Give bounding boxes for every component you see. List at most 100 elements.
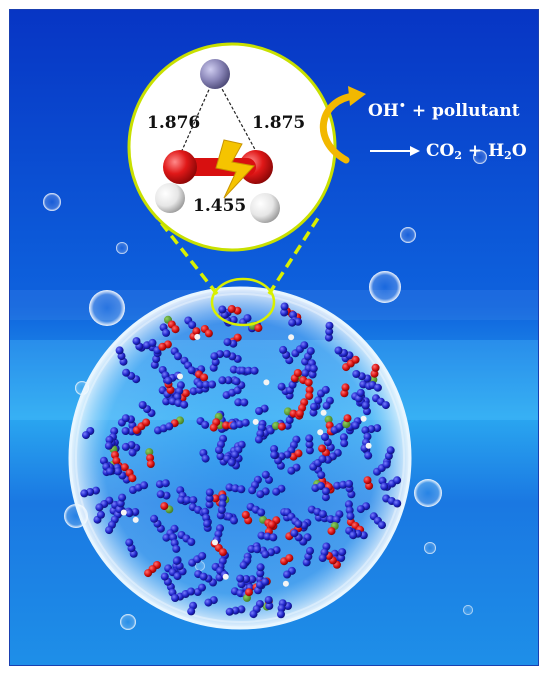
molecule-atom-blue xyxy=(256,563,265,572)
molecule-atom-blue xyxy=(290,529,299,538)
molecule-atom-white xyxy=(360,415,367,422)
molecule-atom-blue xyxy=(325,321,334,330)
molecule-atom-blue xyxy=(218,305,227,314)
molecule-atom-red xyxy=(146,454,155,462)
molecule-atom-blue xyxy=(393,499,402,508)
molecule-atom-red xyxy=(351,355,360,364)
molecule-atom-blue xyxy=(334,346,343,355)
molecule-atom-blue xyxy=(345,479,354,488)
molecule-atom-blue xyxy=(218,500,227,508)
molecule-atom-blue xyxy=(162,533,171,542)
molecule-atom-red xyxy=(181,389,190,398)
molecule-atom-blue xyxy=(255,407,264,415)
molecule-atom-blue xyxy=(239,561,248,570)
molecule-atom-blue xyxy=(325,327,334,336)
molecule-atom-red xyxy=(222,421,230,430)
molecule-atom-blue xyxy=(121,442,130,451)
molecule-atom-blue xyxy=(187,366,196,375)
molecule-atom-blue xyxy=(294,520,303,528)
molecule-atom-red xyxy=(318,444,327,453)
molecule-atom-blue xyxy=(187,538,196,546)
molecule-atom-red xyxy=(120,463,129,472)
molecule-atom-blue xyxy=(172,556,181,565)
molecule-atom-blue xyxy=(140,481,149,490)
molecule-atom-blue xyxy=(326,515,335,524)
molecule-atom-blue xyxy=(189,496,198,505)
molecule-atom-blue xyxy=(229,365,238,374)
molecule-atom-blue xyxy=(115,346,124,355)
molecule-atom-white xyxy=(132,516,139,523)
molecule-atom-blue xyxy=(104,441,113,450)
molecule-atom-blue xyxy=(270,445,279,453)
molecule-atom-red xyxy=(245,588,253,597)
small-bubble xyxy=(89,290,125,326)
molecule-atom-green xyxy=(342,420,351,429)
small-bubble xyxy=(473,150,487,164)
molecule-atom-white xyxy=(317,429,324,436)
molecule-atom-blue xyxy=(270,451,279,459)
molecule-atom-blue xyxy=(305,434,314,443)
small-bubble xyxy=(369,271,401,303)
molecule-atom-blue xyxy=(294,317,303,326)
molecule-atom-blue xyxy=(361,401,370,410)
molecule-atom-blue xyxy=(277,382,286,391)
molecule-atom-blue xyxy=(243,314,252,323)
molecule-atom-blue xyxy=(373,383,382,392)
molecule-atom-blue xyxy=(256,490,265,499)
molecule-atom-blue xyxy=(277,604,286,613)
small-bubble xyxy=(424,542,436,554)
molecule-atom-blue xyxy=(249,610,258,619)
pollutant-text: + pollutant xyxy=(411,101,520,121)
molecule-atom-blue xyxy=(306,546,314,555)
molecule-atom-blue xyxy=(349,531,358,540)
molecule-atom-red xyxy=(211,494,220,503)
radical-text: OH xyxy=(368,101,399,121)
molecule-atom-blue xyxy=(333,481,342,490)
diagram-canvas xyxy=(10,10,538,665)
molecule-atom-blue xyxy=(231,450,240,459)
molecule-atom-red xyxy=(128,474,137,483)
molecule-atom-blue xyxy=(356,388,365,397)
molecule-atom-red xyxy=(146,460,155,468)
distance-label-bottom: 1.455 xyxy=(193,196,247,216)
molecule-atom-green xyxy=(324,415,333,424)
molecule-atom-blue xyxy=(237,485,246,494)
molecule-atom-blue xyxy=(216,452,225,461)
molecule-atom-blue xyxy=(314,396,323,405)
hydrogen-atom-right xyxy=(250,193,280,223)
molecule-atom-blue xyxy=(218,376,227,385)
reaction-line-1: OH• + pollutant xyxy=(368,100,520,120)
molecule-atom-blue xyxy=(321,493,330,502)
molecule-atom-blue xyxy=(306,347,315,356)
molecule-atom-blue xyxy=(223,338,232,347)
molecule-atom-blue xyxy=(305,440,314,449)
molecule-atom-blue xyxy=(381,401,390,410)
plus-sign: + xyxy=(467,141,483,161)
molecule-atom-blue xyxy=(261,550,270,559)
molecule-atom-blue xyxy=(229,315,238,324)
molecule-atom-blue xyxy=(318,455,327,464)
molecule-atom-blue xyxy=(261,577,270,586)
molecule-atom-blue xyxy=(224,376,233,385)
molecule-atom-blue xyxy=(378,521,386,530)
molecule-atom-blue xyxy=(225,483,234,492)
molecule-atom-red xyxy=(144,569,153,578)
molecule-atom-red xyxy=(340,389,349,398)
molecule-atom-blue xyxy=(161,479,170,488)
molecule-atom-blue xyxy=(244,366,253,375)
molecule-atom-white xyxy=(252,418,259,425)
molecule-atom-blue xyxy=(156,490,165,499)
molecule-atom-white xyxy=(177,373,183,380)
molecule-atom-blue xyxy=(386,446,395,455)
molecule-atom-blue xyxy=(105,435,114,444)
molecule-atom-red xyxy=(285,554,294,563)
molecule-atom-blue xyxy=(265,601,274,610)
molecule-atom-blue xyxy=(174,352,182,361)
molecule-atom-blue xyxy=(261,470,270,479)
molecule-atom-blue xyxy=(82,431,90,440)
molecule-atom-red xyxy=(227,305,236,313)
molecule-atom-blue xyxy=(263,532,272,541)
molecule-atom-white xyxy=(282,580,289,587)
molecule-atom-red xyxy=(241,510,250,519)
water-text-h: H xyxy=(488,141,505,161)
